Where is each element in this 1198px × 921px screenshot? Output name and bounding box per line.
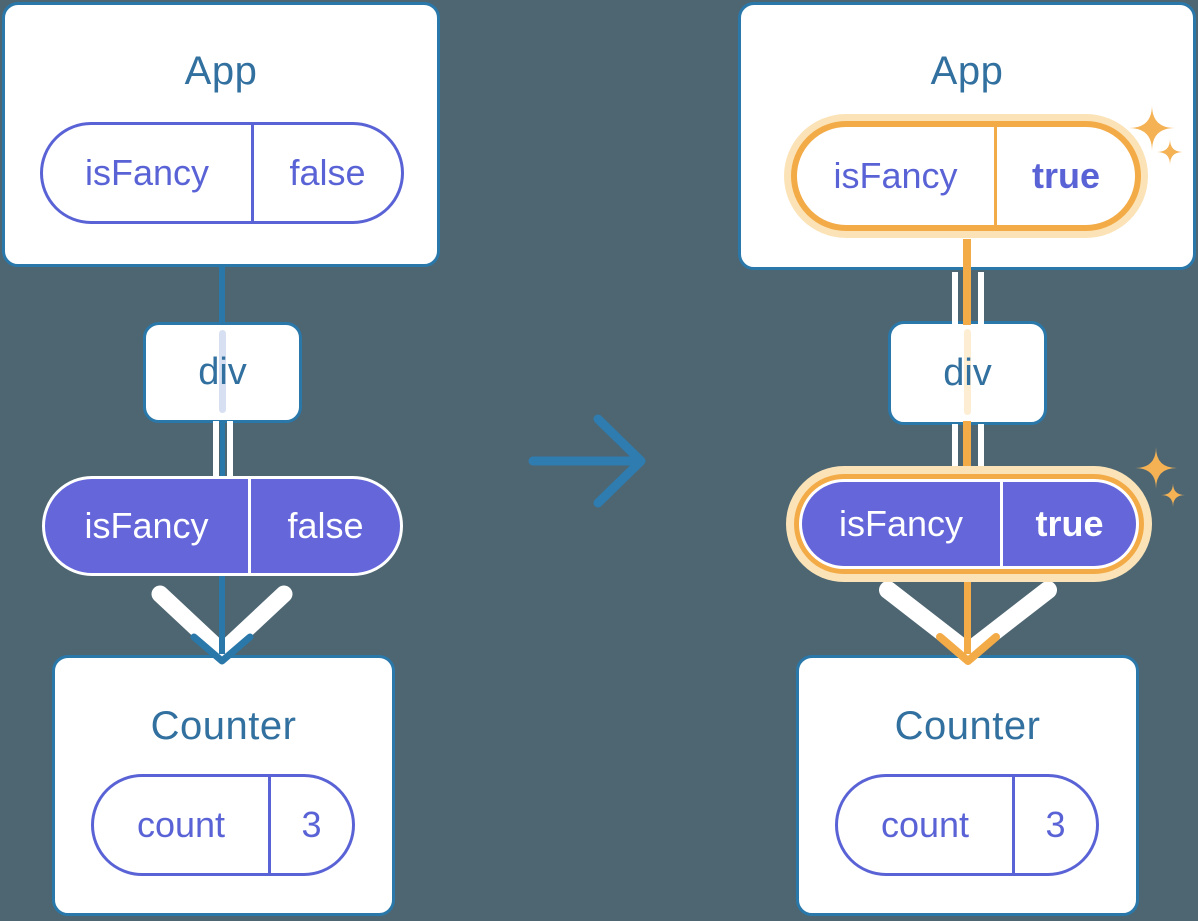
app-card-left: App isFancy false [2,2,440,267]
prop-flow-line-left [213,421,219,478]
prop-value: false [289,152,366,193]
prop-name: isFancy [802,482,1003,566]
counter-card-right: Counter count 3 [796,655,1139,916]
node-label: div [943,351,992,394]
div-node-left: div [143,322,302,423]
edge-app-to-div-left [219,264,225,324]
prop-value: false [287,505,364,546]
prop-name: isFancy [45,479,251,573]
edge-pill-to-counter-right [964,570,971,654]
prop-pill-app-right: isFancy true [791,121,1141,231]
edge-div-to-pill-left [220,420,225,478]
state-name: count [838,777,1015,873]
arrowhead-icon [936,633,1000,665]
sparkle-icon [1135,447,1185,507]
div-node-right: div [888,321,1047,425]
edge-app-to-div-right [963,239,971,325]
edge-pill-to-counter-left [219,574,225,654]
prop-flow-line-right [978,424,984,480]
prop-flow-line-right [978,272,984,324]
component-title: App [184,49,258,93]
prop-thread-stripe [964,329,971,415]
prop-flow-line-right [952,272,958,324]
passed-prop-pill-right: isFancy true [799,479,1139,569]
prop-flow-line-left [227,421,233,478]
prop-value: true [1031,155,1100,196]
passed-prop-pill-left: isFancy false [42,476,403,576]
prop-value: true [1035,503,1104,544]
arrow-right-icon [528,414,646,508]
arrowhead-icon [190,633,254,665]
component-title: Counter [894,704,1041,748]
prop-name: isFancy [43,125,254,221]
edge-div-to-pill-right [963,421,971,483]
state-value: 3 [301,804,322,845]
sparkle-icon [1129,105,1183,165]
prop-flow-line-right [952,424,958,480]
state-pill-counter-right: count 3 [835,774,1099,876]
state-pill-counter-left: count 3 [91,774,355,876]
prop-name: isFancy [797,127,997,225]
component-title: Counter [150,704,297,748]
state-name: count [94,777,271,873]
counter-card-left: Counter count 3 [52,655,395,916]
node-label: div [198,351,247,393]
state-value: 3 [1045,804,1066,845]
prop-pill-app-left: isFancy false [40,122,404,224]
component-title: App [930,49,1004,93]
prop-thread-stripe [219,330,226,413]
